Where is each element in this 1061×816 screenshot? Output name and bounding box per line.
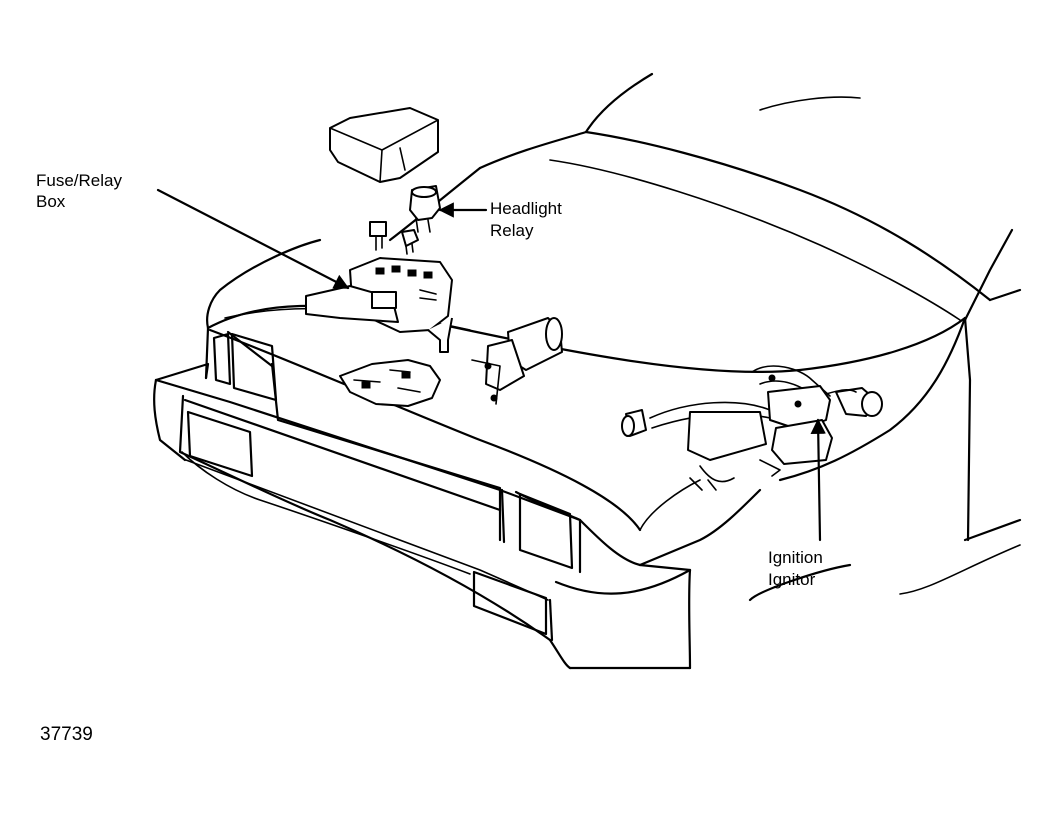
ignition-ignitor-arrow xyxy=(810,418,826,542)
label-fuse-relay-box: Fuse/Relay Box xyxy=(36,171,127,211)
hood-outline xyxy=(204,130,967,532)
fuse-relay-box-arrow xyxy=(156,188,350,290)
label-fuse-relay-box-line2: Box xyxy=(36,192,66,211)
figure-number: 37739 xyxy=(40,724,93,745)
label-headlight-relay-line2: Relay xyxy=(490,221,534,240)
front-fascia xyxy=(153,330,1021,670)
fuse-relay-box-part xyxy=(305,257,453,407)
label-ignition-ignitor-line2: Ignitor xyxy=(768,570,816,589)
windshield-outline xyxy=(549,72,1022,542)
label-headlight-relay-line1: Headlight xyxy=(490,199,562,218)
headlight-relay-part xyxy=(369,185,441,255)
label-ignition-ignitor-line1: Ignition xyxy=(768,548,823,567)
label-headlight-relay: Headlight Relay xyxy=(490,199,567,240)
ignition-ignitor-part xyxy=(621,365,883,491)
label-ignition-ignitor: Ignition Ignitor xyxy=(768,548,828,589)
fuse-box-cover xyxy=(329,107,439,183)
solenoid-part xyxy=(471,317,563,405)
label-fuse-relay-box-line1: Fuse/Relay xyxy=(36,171,122,190)
callout-arrows xyxy=(156,188,826,542)
